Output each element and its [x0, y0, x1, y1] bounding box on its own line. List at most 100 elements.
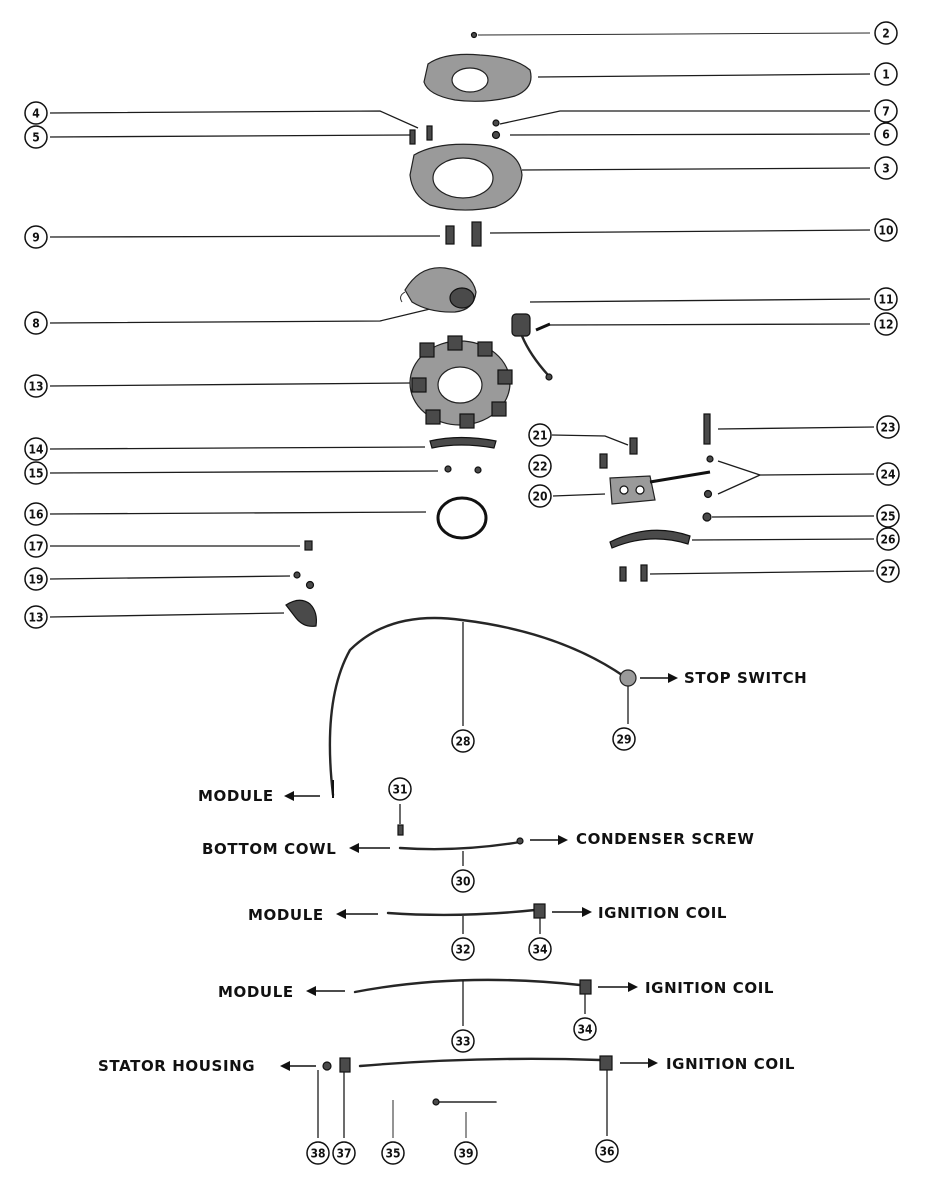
svg-text:16: 16	[28, 508, 43, 522]
callout-10: 10	[874, 218, 898, 242]
svg-text:15: 15	[28, 467, 43, 481]
callout-19: 19	[24, 567, 48, 591]
part-31-screw	[397, 824, 404, 836]
svg-text:31: 31	[392, 783, 407, 797]
callout-30: 30	[451, 869, 475, 893]
callout-5: 5	[24, 125, 48, 149]
svg-text:9: 9	[32, 231, 40, 245]
callout-21: 21	[528, 423, 552, 447]
svg-text:26: 26	[880, 533, 895, 547]
svg-text:28: 28	[455, 735, 470, 749]
callout-34a: 34	[528, 937, 552, 961]
parts	[285, 31, 714, 627]
part-28-wire	[328, 616, 627, 797]
svg-text:30: 30	[455, 875, 470, 889]
callout-2: 2	[874, 21, 898, 45]
part-13-stator	[409, 335, 513, 429]
svg-text:20: 20	[532, 490, 547, 504]
svg-text:34: 34	[532, 943, 548, 957]
label-stop-switch: STOP SWITCH	[684, 669, 807, 687]
callout-7: 7	[874, 99, 898, 123]
svg-text:39: 39	[458, 1147, 473, 1161]
part-25-nut	[702, 512, 712, 522]
svg-text:7: 7	[882, 105, 890, 119]
label-condenser-screw: CONDENSER SCREW	[576, 830, 755, 848]
wire-harnesses	[317, 616, 637, 1138]
part-9-clip	[445, 225, 455, 245]
callout-6: 6	[874, 122, 898, 146]
svg-text:14: 14	[28, 443, 44, 457]
callouts: 2 1 4 5 7 6 3 9 10 8 11 12 13 14 15 16 1…	[24, 21, 900, 1165]
part-17-nut	[304, 540, 313, 551]
svg-text:5: 5	[32, 131, 40, 145]
callout-20: 20	[528, 484, 552, 508]
svg-text:34: 34	[577, 1023, 593, 1037]
part-35-wire	[358, 1057, 602, 1068]
part-13b-clamp	[285, 599, 317, 627]
callout-24: 24	[876, 462, 900, 486]
part-19-washer	[293, 571, 301, 579]
label-ignition-coil-3: IGNITION COIL	[666, 1055, 795, 1073]
callout-27: 27	[876, 559, 900, 583]
part-27-screw	[619, 566, 627, 582]
part-5-screw	[409, 129, 416, 145]
svg-text:13: 13	[28, 380, 43, 394]
callout-15: 15	[24, 461, 48, 485]
callout-13b: 13	[24, 605, 48, 629]
svg-text:1: 1	[882, 68, 890, 82]
svg-text:33: 33	[455, 1035, 470, 1049]
part-12-screw	[535, 322, 551, 332]
svg-text:17: 17	[28, 540, 43, 554]
svg-text:25: 25	[880, 510, 895, 524]
part-34a-terminal	[533, 903, 546, 919]
svg-text:2: 2	[882, 27, 890, 41]
label-ignition-coil-1: IGNITION COIL	[598, 904, 727, 922]
part-38-washer	[322, 1061, 332, 1071]
svg-text:6: 6	[882, 128, 890, 142]
callout-28: 28	[451, 729, 475, 753]
svg-text:21: 21	[532, 429, 547, 443]
part-14-retainer	[429, 436, 497, 449]
svg-text:32: 32	[455, 943, 470, 957]
part-37-clip	[339, 1057, 351, 1073]
callout-12: 12	[874, 312, 898, 336]
callout-34b: 34	[573, 1017, 597, 1041]
label-module-3: MODULE	[218, 983, 294, 1001]
part-15-screw	[444, 465, 452, 473]
callout-1: 1	[874, 62, 898, 86]
part-6-nut	[491, 130, 501, 140]
destination-labels: STOP SWITCH MODULE BOTTOM COWL CONDENSER…	[98, 669, 807, 1075]
svg-text:22: 22	[532, 460, 547, 474]
svg-text:36: 36	[599, 1145, 614, 1159]
part-2-screw	[470, 31, 478, 39]
callout-14: 14	[24, 437, 48, 461]
part-23-screw	[703, 413, 711, 445]
part-24-washer	[706, 455, 714, 463]
part-30-wire	[398, 840, 522, 851]
svg-text:24: 24	[880, 468, 896, 482]
label-stator-housing: STATOR HOUSING	[98, 1057, 255, 1075]
svg-text:12: 12	[878, 318, 893, 332]
callout-8: 8	[24, 311, 48, 335]
callout-35: 35	[381, 1141, 405, 1165]
part-20-bracket	[609, 475, 656, 505]
svg-text:37: 37	[336, 1147, 351, 1161]
callout-33: 33	[451, 1029, 475, 1053]
label-bottom-cowl: BOTTOM COWL	[202, 840, 336, 858]
svg-text:11: 11	[878, 293, 893, 307]
part-29-terminal	[619, 669, 637, 687]
part-7-washer	[492, 119, 500, 127]
callout-16: 16	[24, 502, 48, 526]
destination-arrows	[280, 673, 678, 1071]
svg-text:19: 19	[28, 573, 43, 587]
svg-text:35: 35	[385, 1147, 400, 1161]
callout-26: 26	[876, 527, 900, 551]
callout-38: 38	[306, 1141, 330, 1165]
part-26-plate	[609, 529, 691, 549]
svg-text:13: 13	[28, 611, 43, 625]
callout-3: 3	[874, 156, 898, 180]
leader-lines	[49, 32, 875, 618]
part-36-terminal	[599, 1055, 613, 1071]
svg-text:23: 23	[880, 421, 895, 435]
part-21-screw	[629, 437, 638, 455]
